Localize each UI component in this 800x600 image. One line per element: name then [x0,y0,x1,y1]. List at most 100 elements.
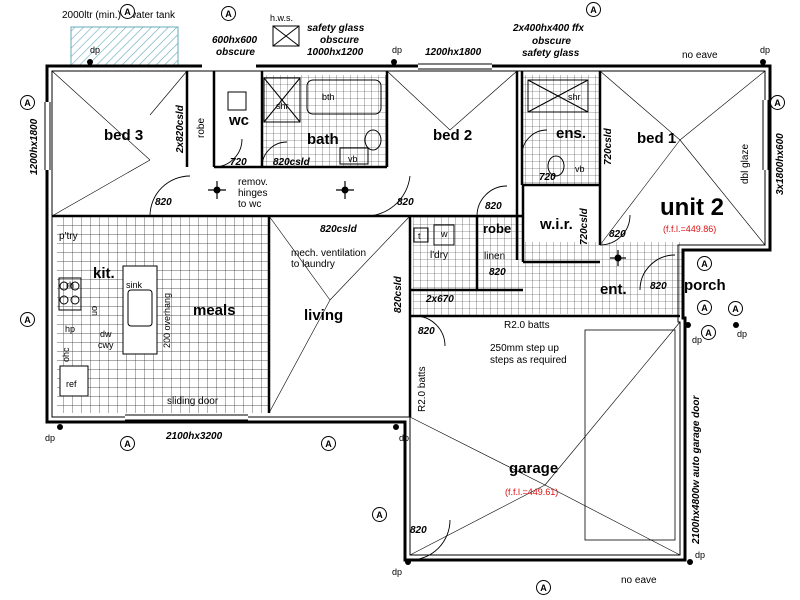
dp-label: dp [392,567,403,577]
fixture-ohc: ohc [61,347,71,362]
step-note-1: 250mm step up [490,343,559,354]
window-note-2a: safety glass [307,23,365,34]
room-living: living [304,307,344,324]
dim-820-bath: 820csld [273,157,310,168]
dp-label: dp [90,45,101,55]
room-garage: garage [509,460,559,477]
dim-1200x1800: 1200hx1800 [29,118,40,175]
fixture-w: w [441,229,448,239]
no-eave-top: no eave [682,50,718,61]
window-note-1a: 600hx600 [212,35,258,46]
dim-3x1800: 3x1800hx600 [775,133,786,195]
room-ldry: l'dry [430,250,449,261]
remov-note-1: remov. [238,177,268,188]
section-tag: A [372,507,387,522]
tank-note: 2000ltr (min.) r'water tank [62,10,176,21]
batts-note-2: R2.0 batts [417,366,428,412]
unit-title: unit 2 [660,194,724,221]
fixture-dw: dw [100,329,112,339]
room-bath: bath [307,131,339,148]
window-note-3a: 2x400hx400 ffx [513,23,584,34]
room-kit: kit. [93,265,115,282]
window-note-4: 1200hx1800 [425,47,482,58]
dim-820: 820 [485,201,502,212]
section-tag: A [697,300,712,315]
fixture-uo: uo [89,305,99,316]
window-note-1b: obscure [216,47,255,58]
dim-820: 820 [609,229,626,240]
fixture-rh: rh [66,280,75,290]
dim-820: 820 [418,326,435,337]
window-note-2c: 1000hx1200 [307,47,364,58]
dp-label: dp [760,45,771,55]
fixture-shr1: shr [276,101,289,111]
section-tag: A [536,580,551,595]
section-tag: A [586,2,601,17]
fixture-ref: ref [66,379,77,389]
section-tag: A [701,325,716,340]
fixture-sink: sink [126,280,143,290]
mech-note-1: mech. ventilation [291,248,367,259]
batts-note-1: R2.0 batts [504,320,550,331]
room-ens: ens. [556,125,587,142]
room-ptry: p'try [59,231,78,242]
dim-720csld-wir: 720csld [579,208,590,245]
section-tag: A [120,4,135,19]
bath-tiles [262,75,387,167]
fixture-hp: hp [65,324,76,334]
room-ent: ent. [600,281,627,298]
room-porch: porch [684,277,726,294]
ens-tiles [522,75,600,185]
kitchen-meals-tiles [57,216,269,413]
room-robe1: robe [196,117,207,138]
room-linen: linen [484,251,506,262]
fixture-hws: h.w.s. [270,13,294,23]
kitchen-overhang: 200 overhang [162,292,172,348]
room-meals: meals [193,302,236,319]
section-tag: A [728,301,743,316]
laundry-tiles [413,216,523,316]
dp-label: dp [392,45,403,55]
no-eave-bottom: no eave [621,575,657,586]
dp-label: dp [737,329,748,339]
dim-720: 720 [539,172,556,183]
room-wir: w.i.r. [540,216,573,233]
fixture-shr2: shr [568,92,581,102]
dim-2x820csld: 2x820csld [175,105,186,153]
dim-2x670: 2x670 [426,294,454,305]
dim-820: 820 [155,197,172,208]
section-tag: A [20,312,35,327]
mech-note-2: to laundry [291,259,335,270]
unit-ffl: (f.f.l.=449.86) [663,224,717,234]
remov-note-2: hinges [238,188,268,199]
remov-note-3: to wc [238,199,262,210]
dp-label: dp [45,433,56,443]
dim-820: 820 [650,281,667,292]
window-note-2b: obscure [320,35,359,46]
room-robe2: robe [483,221,512,236]
window-note-3c: safety glass [522,48,580,59]
step-note-2: steps as required [490,355,567,366]
dbl-glaze-note: dbl glaze [740,143,751,184]
fixture-vb2: vb [575,164,585,174]
dim-2100x3200: 2100hx3200 [166,431,223,442]
section-tag: A [221,6,236,21]
section-tag: A [770,95,785,110]
dp-label: dp [695,550,706,560]
dim-garage-door: 2100hx4800w auto garage door [691,395,702,544]
fixture-cwy: cwy [98,340,114,350]
dim-820: 820 [489,267,506,278]
sliding-door-note: sliding door [167,396,219,407]
window-note-3b: obscure [532,36,571,47]
fixture-vb1: vb [348,154,358,164]
section-tag: A [321,436,336,451]
fixture-t: t [418,231,421,241]
dim-720csld-ens: 720csld [603,128,614,165]
fixture-bth: bth [322,92,335,102]
room-bed1: bed 1 [637,130,677,147]
entry-tiles [523,242,683,314]
room-bed2: bed 2 [433,127,473,144]
section-tag: A [697,256,712,271]
dim-820: 820 [410,525,427,536]
